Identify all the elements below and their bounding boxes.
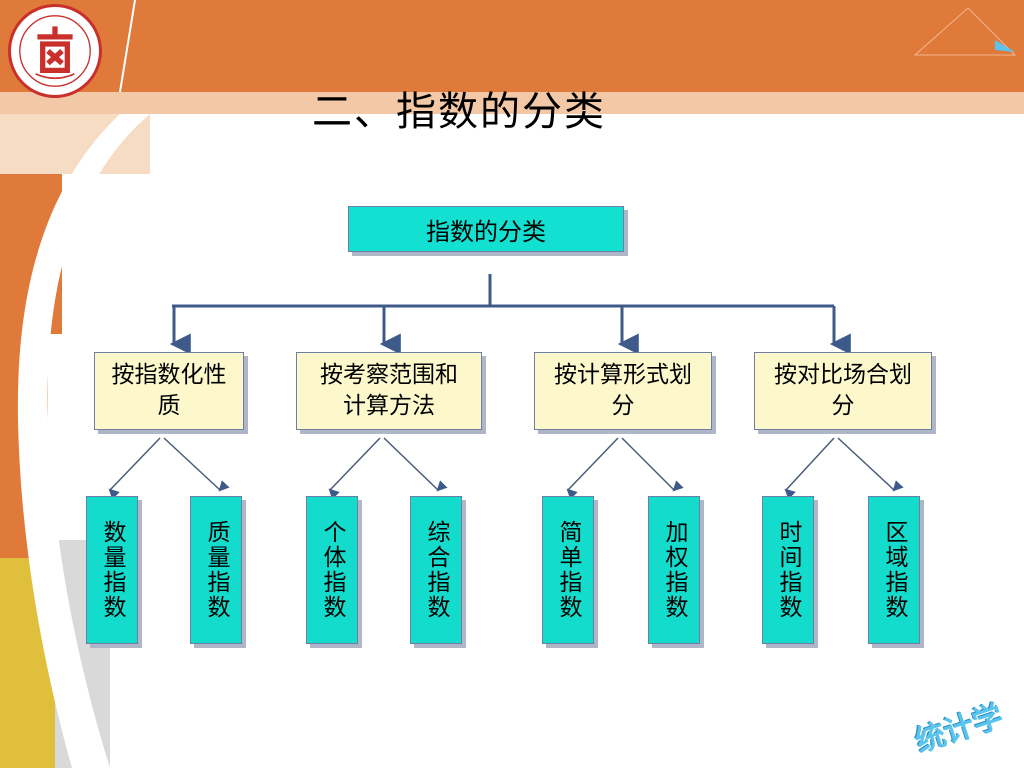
header-band [0,0,1024,92]
slide-title: 二、指数的分类 [312,89,606,135]
leaf-node: 数量指数 [86,496,138,644]
header-stripe [0,92,1024,114]
leaf-node: 综合指数 [410,496,462,644]
leaf-arrow-4b [837,437,904,492]
leaf-arrow-3b [621,437,684,492]
leaf-arrow-1b [163,437,230,492]
leaf-arrow-2a [328,437,381,500]
root-node: 指数的分类 [348,206,624,252]
leaf-arrow-4a [784,437,835,500]
category-label: 按对比场合划分 [774,362,912,419]
logo-emblem-icon [19,15,91,87]
header-diagonal [119,0,136,93]
header-triangle-accent [995,40,1015,52]
leaf-arrow-2b [383,437,448,492]
leaf-node: 个体指数 [306,496,358,644]
category-node: 按计算形式划分 [534,352,712,430]
category-node: 按对比场合划分 [754,352,932,430]
leaf-node: 区域指数 [868,496,920,644]
leaf-arrow-3a [566,437,619,500]
category-node: 按考察范围和计算方法 [296,352,482,430]
category-label: 按考察范围和计算方法 [320,362,458,419]
university-logo [8,4,102,98]
side-arc-white [17,114,151,768]
leaf-node: 时间指数 [762,496,814,644]
category-node: 按指数化性质 [94,352,244,430]
leaf-arrow-1a [108,437,161,500]
leaf-node: 简单指数 [542,496,594,644]
leaf-node: 加权指数 [648,496,700,644]
leaf-node: 质量指数 [190,496,242,644]
category-label: 按计算形式划分 [554,362,692,419]
category-label: 按指数化性质 [111,362,227,419]
header-triangle-outline [913,7,1017,56]
